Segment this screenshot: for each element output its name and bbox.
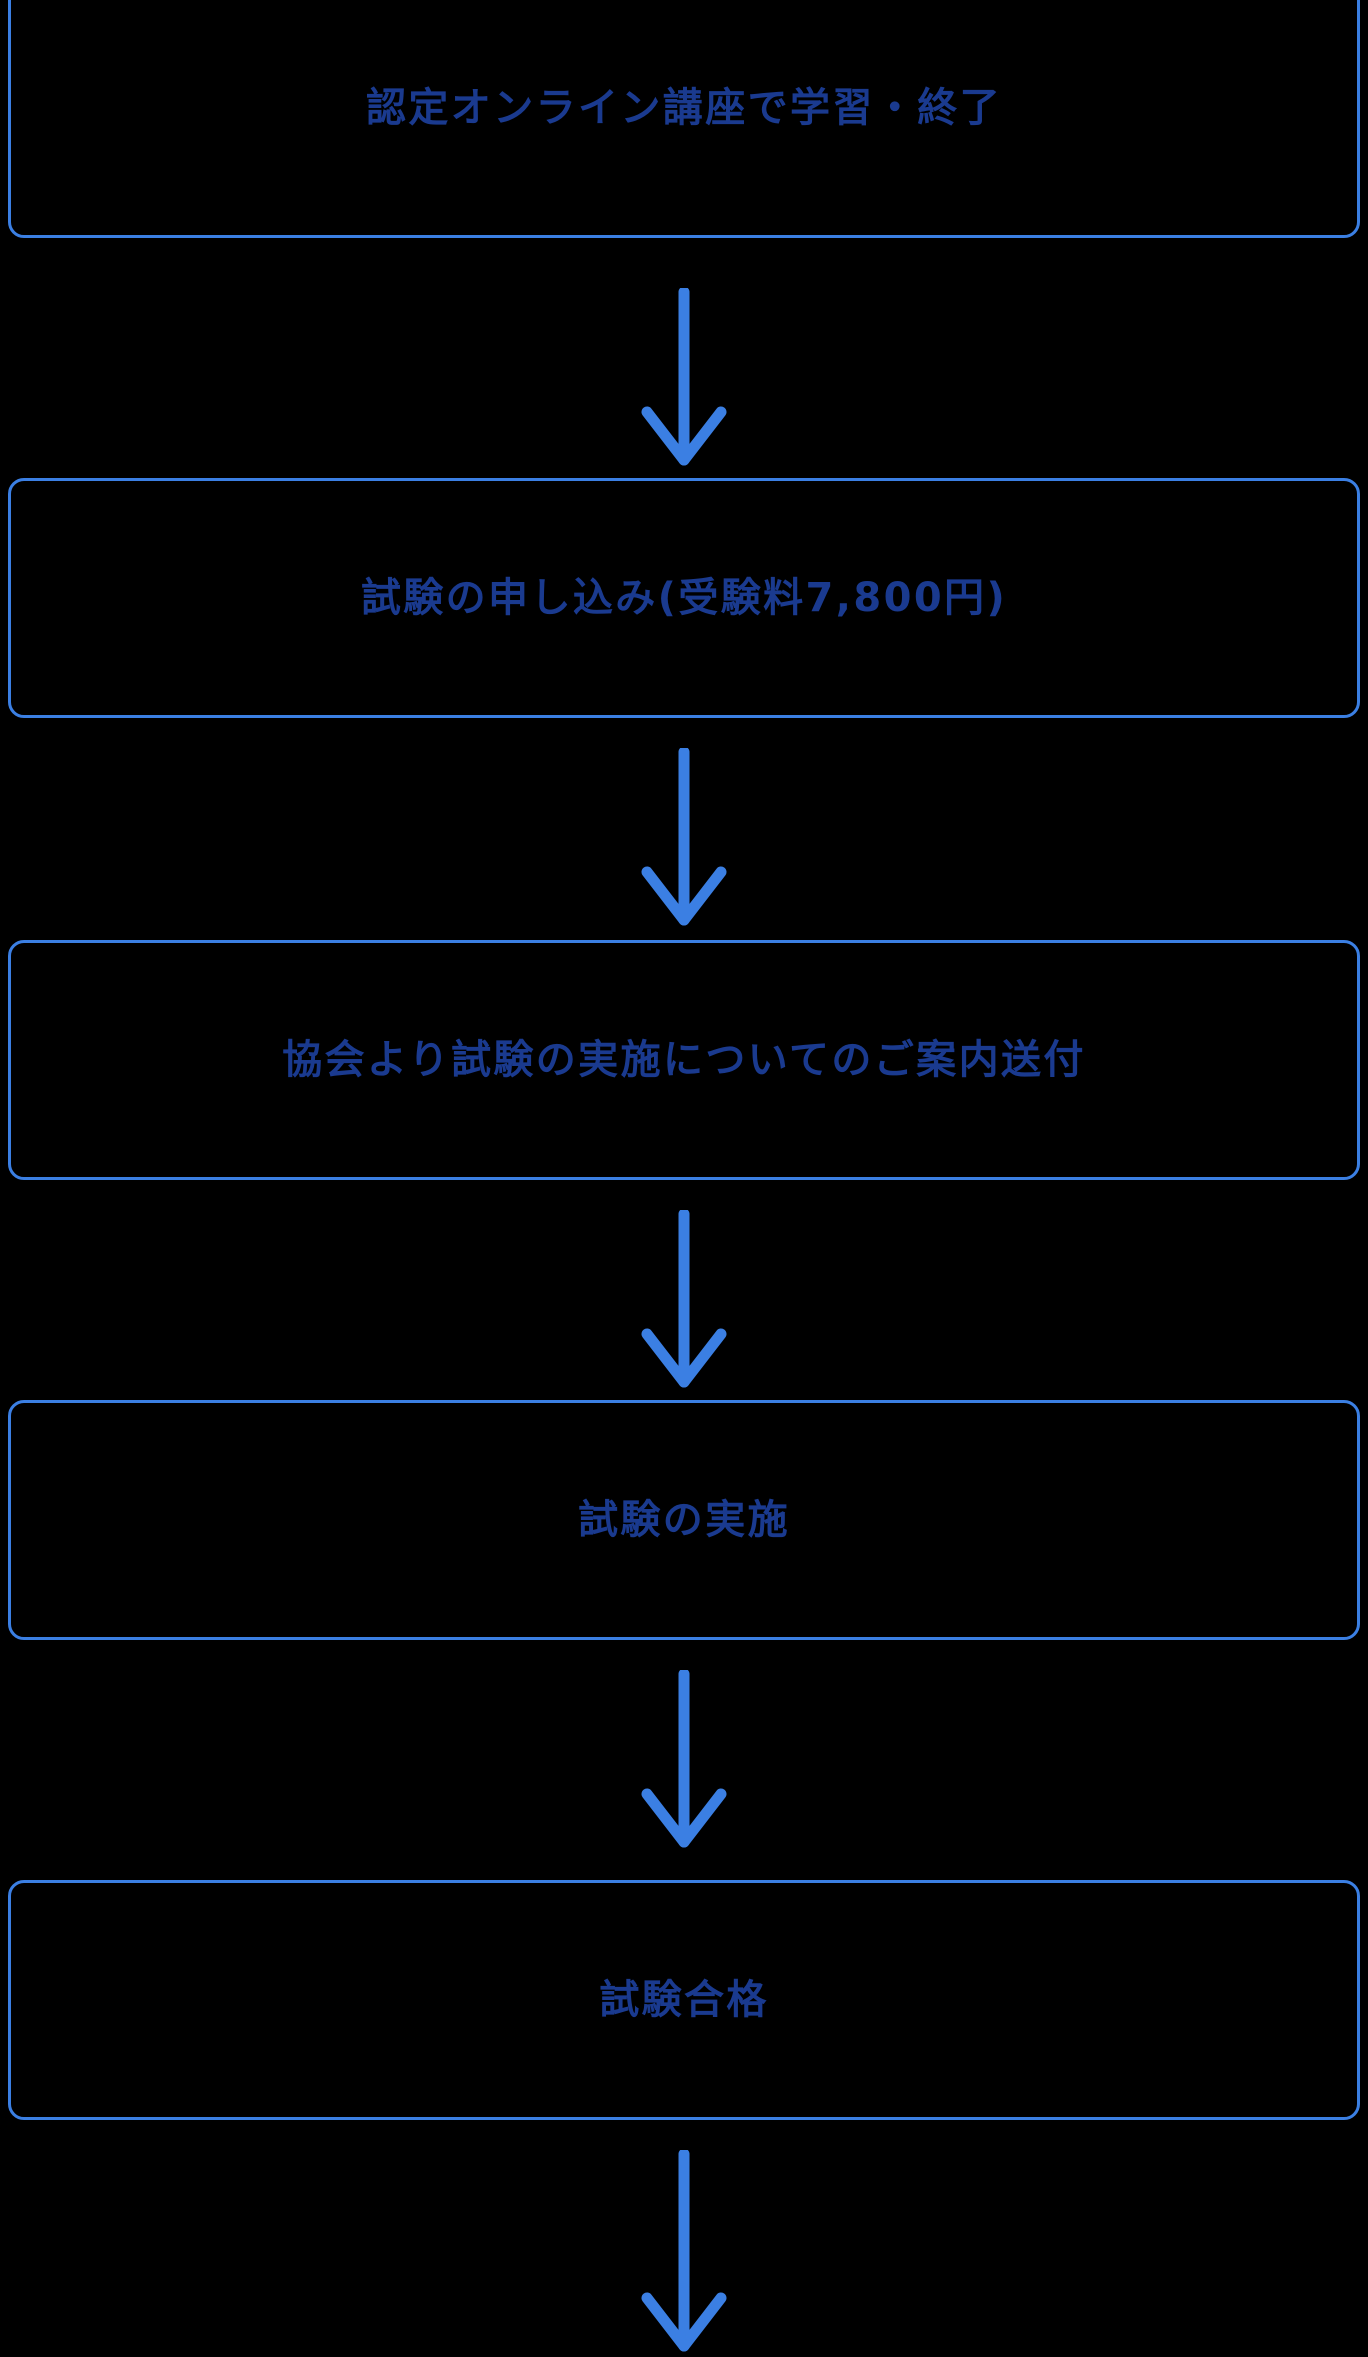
flow-arrow-3 [0, 1210, 1368, 1394]
down-arrow-icon [641, 1670, 727, 1848]
flow-arrow-4 [0, 1670, 1368, 1854]
down-arrow-icon [641, 1210, 727, 1388]
down-arrow-icon [641, 288, 727, 466]
flow-step-1-label: 認定オンライン講座で学習・終了 [366, 85, 1002, 131]
flow-step-5: 試験合格 [8, 1880, 1360, 2120]
flow-step-3: 協会より試験の実施についてのご案内送付 [8, 940, 1360, 1180]
flow-arrow-1 [0, 288, 1368, 472]
flow-step-2-label: 試験の申し込み(受験料7,800円) [360, 575, 1008, 621]
down-arrow-icon [641, 2150, 727, 2352]
flow-step-4: 試験の実施 [8, 1400, 1360, 1640]
flow-arrow-5 [0, 2150, 1368, 2357]
flow-step-5-label: 試験合格 [599, 1977, 769, 2023]
flow-step-4-label: 試験の実施 [578, 1497, 790, 1543]
flow-step-2: 試験の申し込み(受験料7,800円) [8, 478, 1360, 718]
down-arrow-icon [641, 748, 727, 926]
flow-step-3-label: 協会より試験の実施についてのご案内送付 [282, 1037, 1086, 1083]
flow-step-1: 認定オンライン講座で学習・終了 [8, 0, 1360, 238]
flow-arrow-2 [0, 748, 1368, 932]
